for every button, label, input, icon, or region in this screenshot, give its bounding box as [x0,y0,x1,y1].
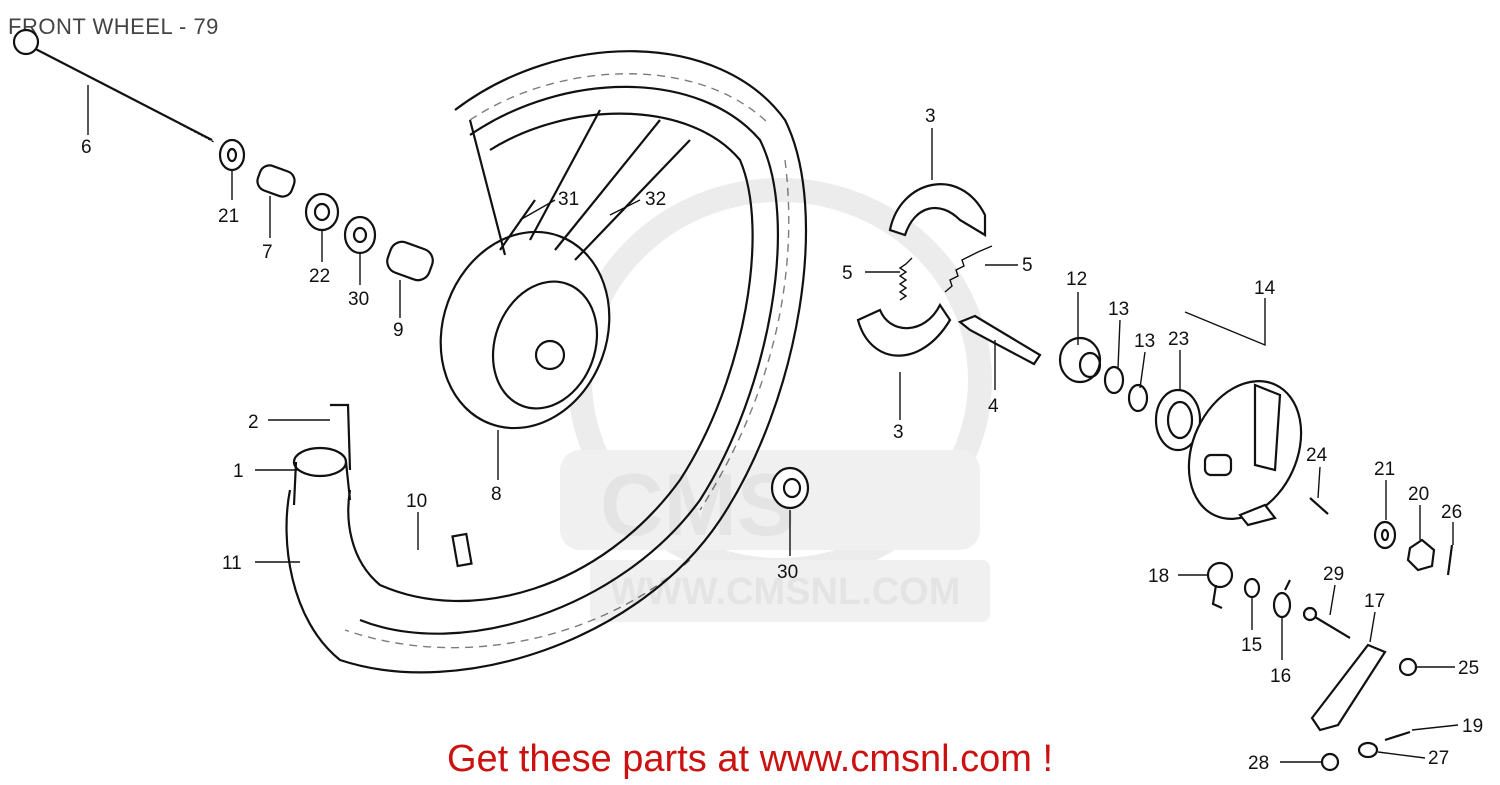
washer-b-part[interactable] [1127,383,1149,413]
label-axle[interactable]: 6 [81,137,92,158]
label-tube[interactable]: 1 [233,461,244,482]
label-distance-collar[interactable]: 9 [393,320,404,341]
axle-part[interactable] [12,28,215,143]
label-tire[interactable]: 11 [222,553,242,574]
label-spring-right[interactable]: 5 [1022,255,1033,276]
watermark: CMS WWW.CMSNL.COM [560,178,992,622]
parts-link-banner[interactable]: Get these parts at www.cmsnl.com ! [446,738,1054,780]
label-nut-28[interactable]: 28 [1248,753,1269,774]
label-seal[interactable]: 23 [1168,329,1189,350]
bolt-24-part[interactable] [1309,497,1329,515]
label-bearing-right[interactable]: 30 [777,562,798,583]
label-bolt-24[interactable]: 24 [1306,445,1328,466]
washer-a-part[interactable] [1103,365,1125,395]
label-bearing-left[interactable]: 22 [309,266,330,287]
label-indicator-16[interactable]: 16 [1270,666,1291,687]
label-washer-left[interactable]: 21 [218,206,239,227]
label-joint-27[interactable]: 27 [1428,748,1449,769]
washer-left-part[interactable] [218,138,246,172]
seal-15-part[interactable] [1243,577,1261,599]
spring-left-part[interactable] [898,257,913,301]
brake-cam-part[interactable] [957,314,1042,366]
collar-left-part[interactable] [255,163,298,200]
label-arm-17[interactable]: 17 [1364,591,1385,612]
joint-27-part[interactable] [1357,741,1379,759]
label-rim-band[interactable]: 2 [248,412,259,433]
brake-panel-part[interactable] [1167,363,1322,537]
label-panel[interactable]: 14 [1254,278,1276,299]
part-labels: 6 21 7 22 30 9 31 32 8 2 1 11 10 30 3 3 … [81,106,1483,774]
brake-shoe-top-part[interactable] [888,183,987,237]
spring-right-part[interactable] [944,245,993,293]
axle-nut-part[interactable] [1406,538,1436,572]
bearing-mid-part[interactable] [343,215,377,255]
label-bolt-29[interactable]: 29 [1323,564,1344,585]
label-hub[interactable]: 8 [491,484,502,505]
label-shoe-top[interactable]: 3 [925,106,936,127]
label-washer-a[interactable]: 13 [1108,299,1129,320]
brake-arm-part[interactable] [1310,643,1387,732]
label-cotter-26[interactable]: 26 [1441,502,1462,523]
label-spoke-inner[interactable]: 31 [558,189,579,210]
leader-lines [87,85,1459,763]
bolt-29-part[interactable] [1302,606,1351,639]
nut-25-part[interactable] [1398,657,1418,677]
label-gearbox[interactable]: 12 [1066,269,1087,290]
label-spring-left[interactable]: 5 [842,263,853,284]
indicator-16-part[interactable] [1272,579,1292,619]
cotter-pin-part[interactable] [1446,544,1454,576]
wheel-assembly[interactable] [285,50,808,674]
brake-shoe-bottom-part[interactable] [856,302,952,357]
label-spring-18[interactable]: 18 [1148,566,1169,587]
washer-right-part[interactable] [1373,520,1397,550]
pin-19-part[interactable] [1384,730,1411,742]
label-pin-19[interactable]: 19 [1462,716,1483,737]
label-washer-b[interactable]: 13 [1134,331,1155,352]
label-cam[interactable]: 4 [988,396,999,417]
label-washer-right[interactable]: 21 [1374,459,1395,480]
label-bearing-mid[interactable]: 30 [348,289,369,310]
label-seal-15[interactable]: 15 [1241,635,1262,656]
label-nut-20[interactable]: 20 [1408,484,1429,505]
bearing-left-part[interactable] [304,192,340,232]
label-collar-left[interactable]: 7 [262,242,273,263]
oil-seal-part[interactable] [1154,388,1202,452]
speedometer-gearbox-part[interactable] [1058,336,1102,384]
label-rim[interactable]: 10 [406,491,427,512]
label-shoe-bottom[interactable]: 3 [893,422,904,443]
distance-collar-part[interactable] [384,238,436,283]
bearing-right-part[interactable] [770,466,810,510]
label-nut-25[interactable]: 25 [1458,658,1479,679]
diagram-title: FRONT WHEEL - 79 [8,14,219,39]
label-spoke-outer[interactable]: 32 [645,189,666,210]
spring-18-part[interactable] [1206,561,1234,610]
